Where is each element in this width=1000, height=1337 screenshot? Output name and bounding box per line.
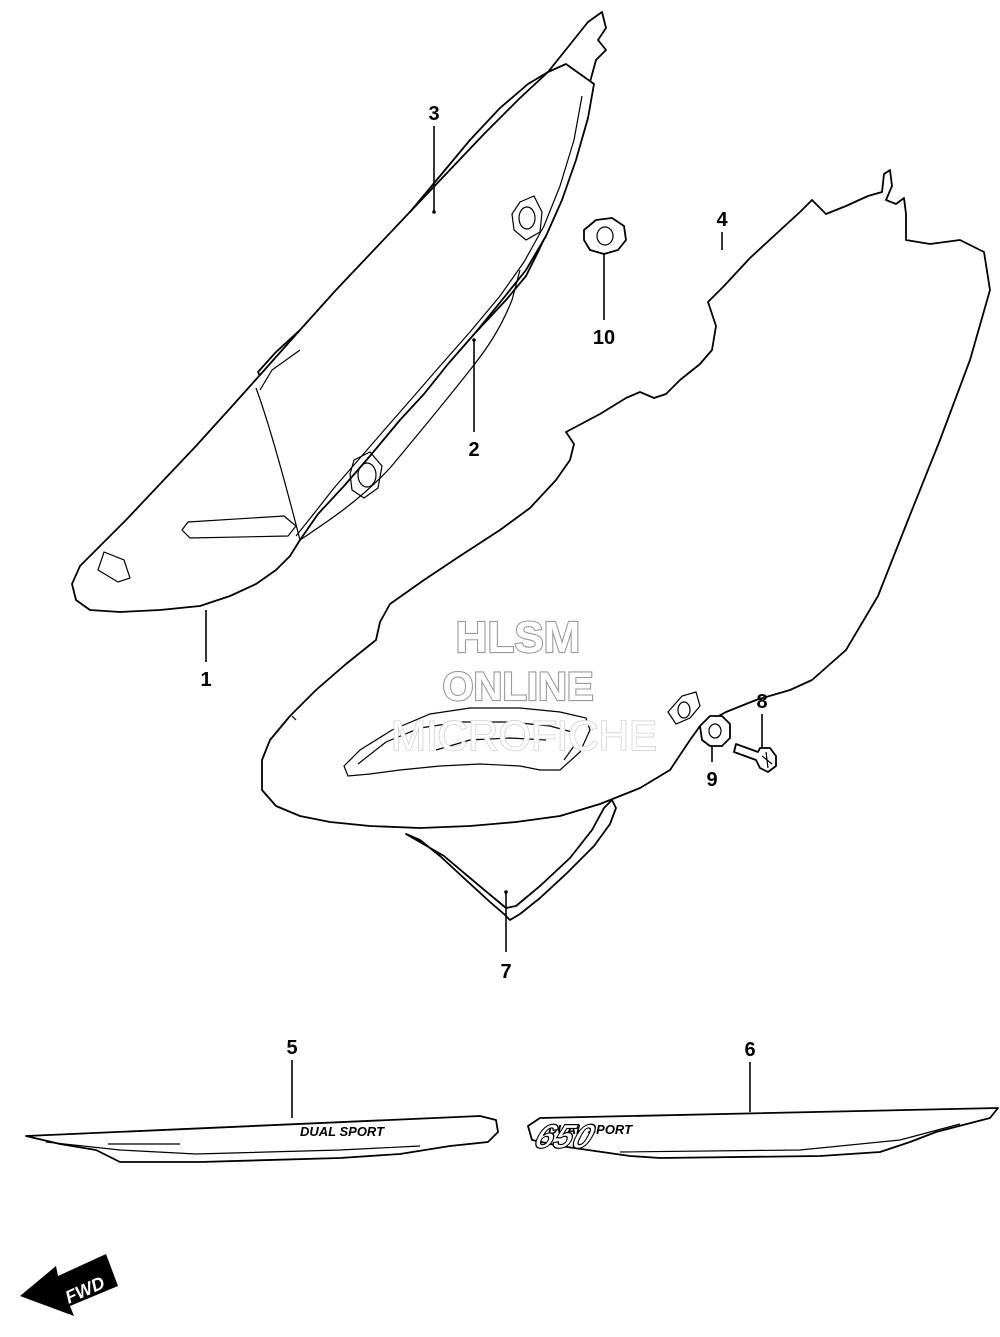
part-5-decal-left[interactable]: 650 DUAL SPORT bbox=[0, 1115, 499, 1163]
decal-right-text: DUAL SPORT bbox=[548, 1122, 633, 1137]
callout-numbers: 3 2 1 4 10 8 9 7 5 6 bbox=[200, 103, 767, 1061]
part-2-frame-cover-panel[interactable] bbox=[255, 269, 521, 541]
callout-2: 2 bbox=[468, 439, 479, 461]
leader-lines bbox=[205, 126, 763, 1118]
part-10-grommet[interactable] bbox=[583, 217, 627, 255]
callout-7: 7 bbox=[500, 961, 511, 983]
callout-10: 10 bbox=[593, 327, 615, 349]
watermark-line-1: HLSM bbox=[456, 613, 581, 662]
part-8-screw[interactable] bbox=[733, 743, 777, 773]
callout-6: 6 bbox=[744, 1039, 755, 1061]
callout-3: 3 bbox=[428, 103, 439, 125]
part-9-grommet[interactable] bbox=[699, 715, 731, 747]
decal-left-text: DUAL SPORT bbox=[300, 1124, 385, 1139]
part-7-trim-cover[interactable] bbox=[405, 799, 617, 921]
callout-1: 1 bbox=[200, 669, 211, 691]
fwd-direction-arrow-icon: FWD bbox=[20, 1254, 118, 1316]
callout-8: 8 bbox=[756, 691, 767, 713]
callout-5: 5 bbox=[286, 1037, 297, 1059]
part-6-decal-right[interactable]: DUAL SPORT 650 bbox=[527, 1107, 999, 1159]
callout-4: 4 bbox=[716, 209, 728, 231]
watermark: HLSM ONLINE MICROFICHE bbox=[390, 612, 658, 760]
callout-9: 9 bbox=[706, 769, 717, 791]
part-4-frame-cover[interactable] bbox=[261, 169, 991, 829]
part-1-frame-cover[interactable] bbox=[71, 63, 595, 613]
watermark-line-3: MICROFICHE bbox=[391, 712, 657, 759]
watermark-line-2: ONLINE bbox=[442, 665, 593, 709]
